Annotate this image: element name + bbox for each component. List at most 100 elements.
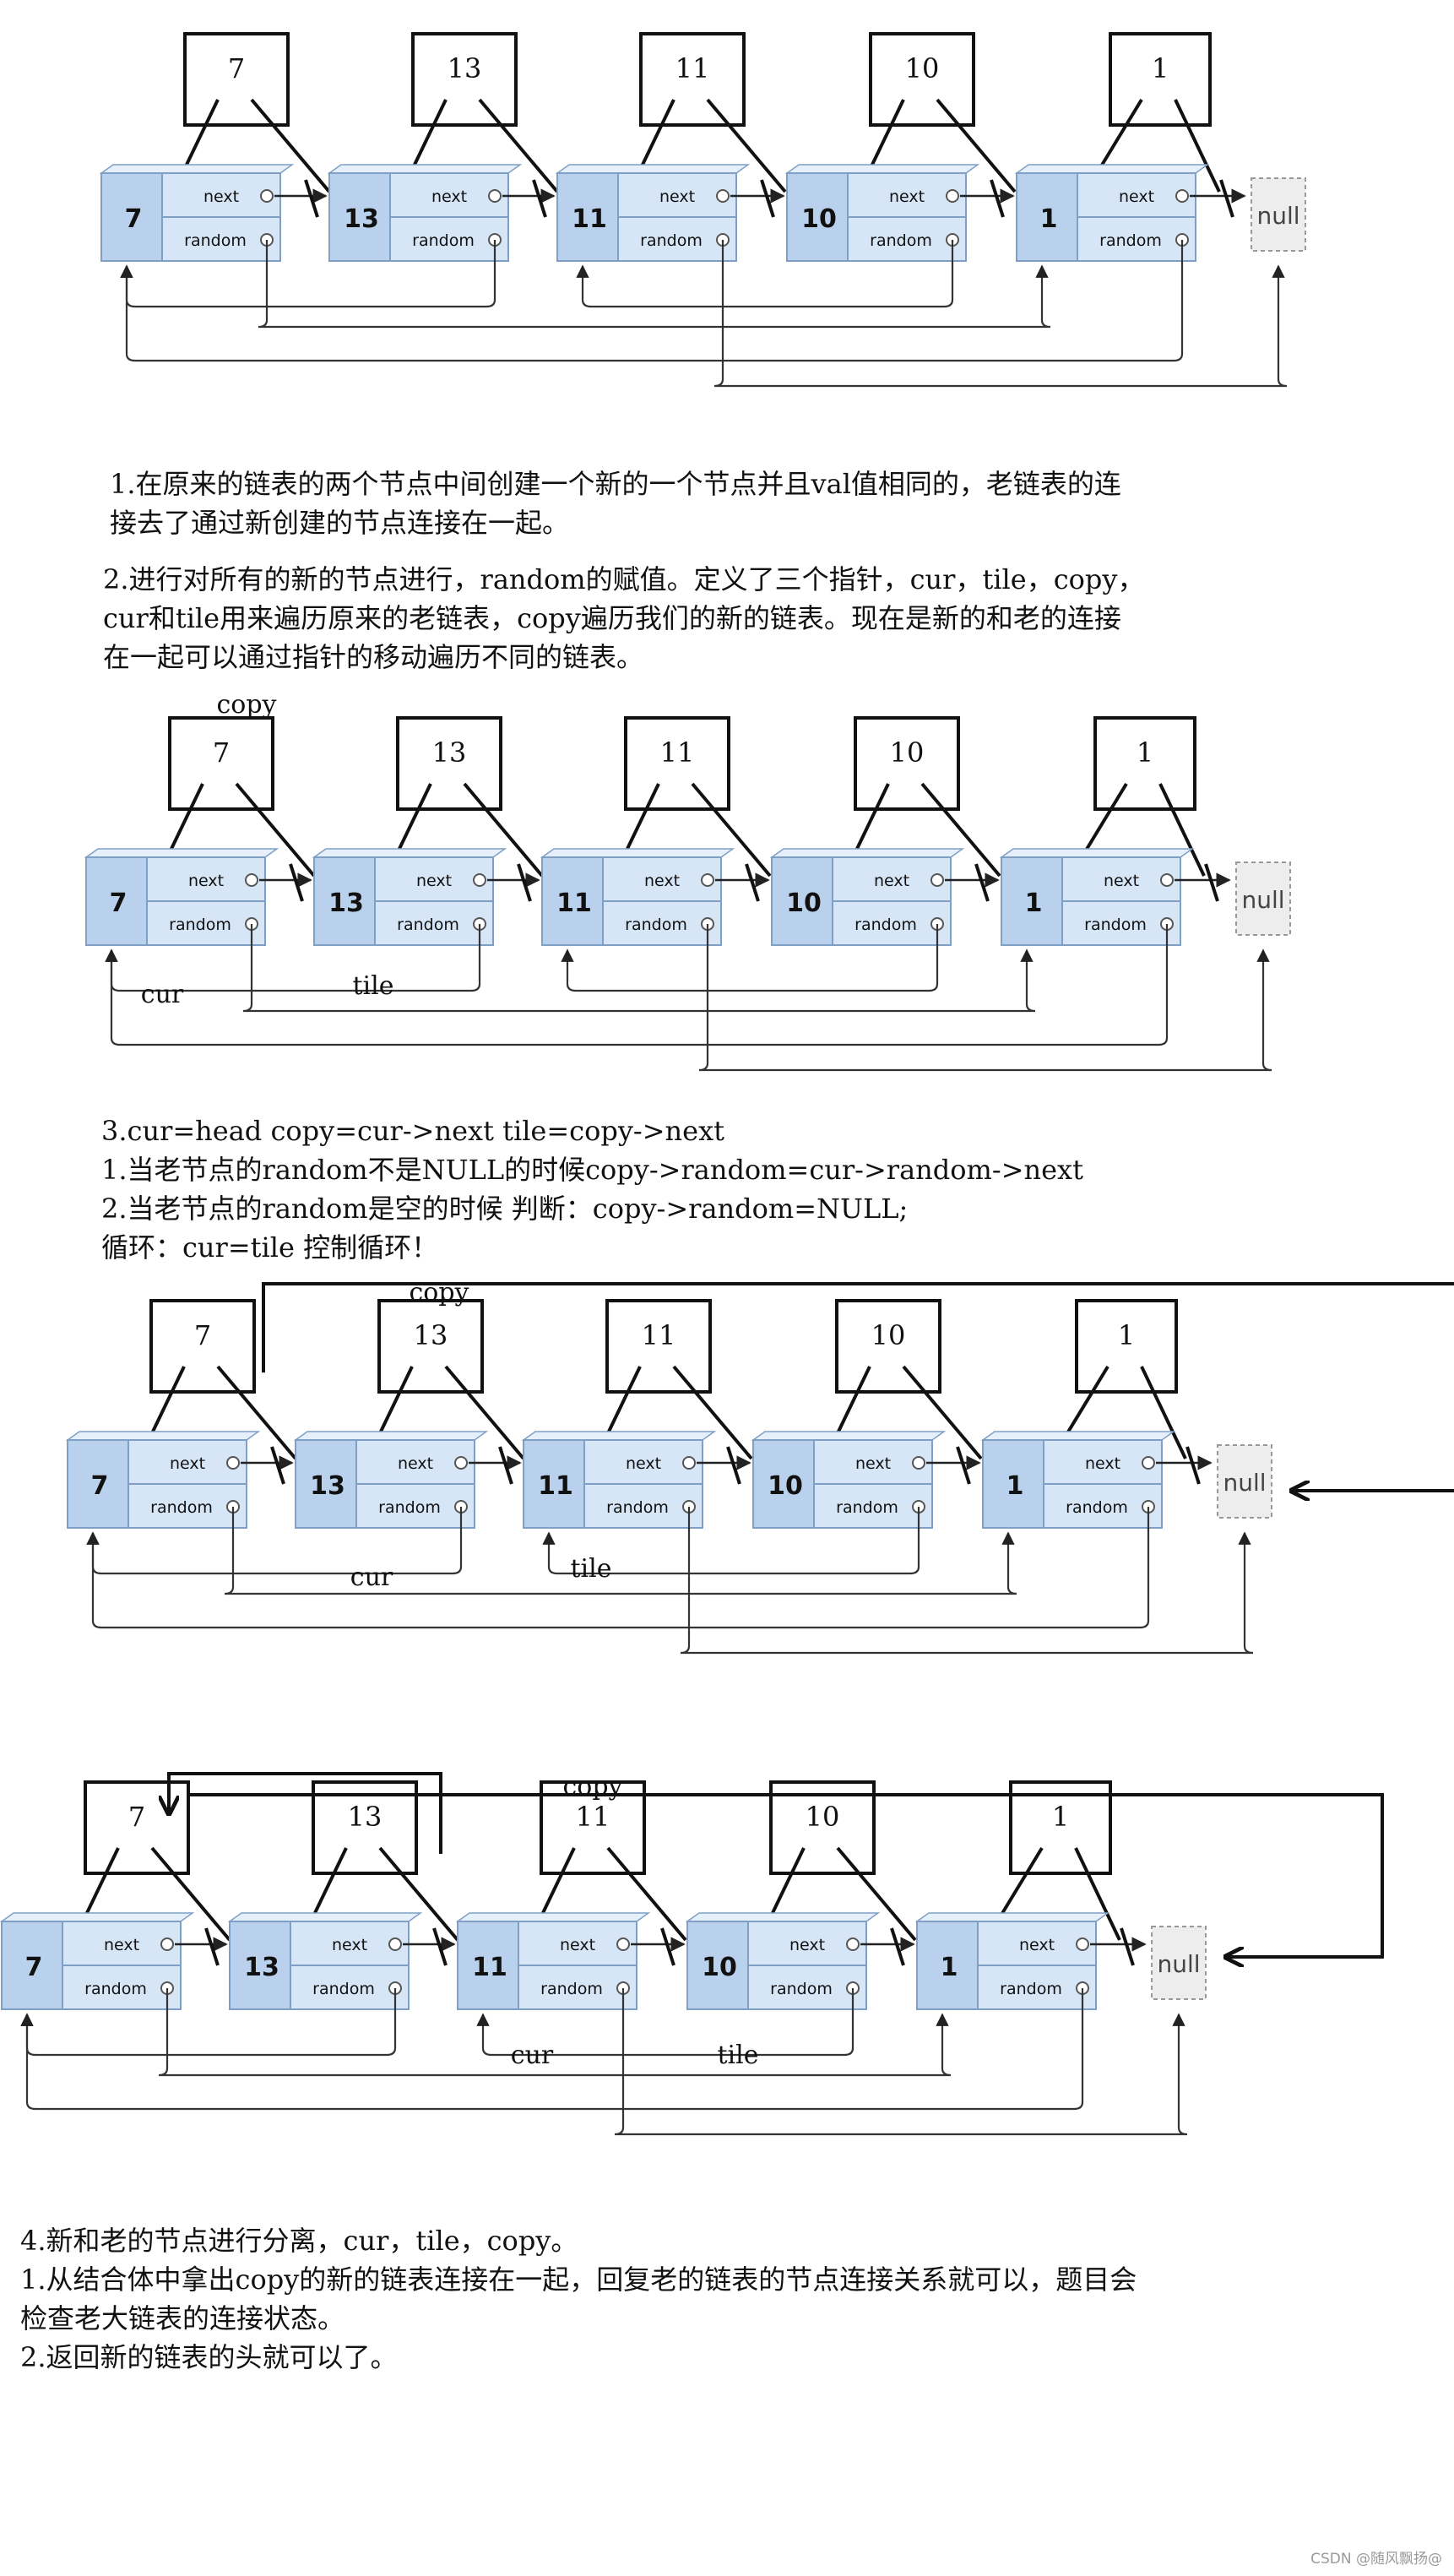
node-value-cell (313, 856, 376, 946)
cut-mark (660, 1927, 675, 1966)
node-random-label: random (412, 231, 475, 250)
node-next-label: next (626, 1454, 661, 1473)
copy-node-box-10 (835, 1299, 941, 1394)
node-value: 13 (328, 889, 364, 918)
node-top-face (312, 848, 507, 858)
copy-node-value-11: 11 (642, 1319, 676, 1351)
node-random-label: random (150, 1498, 213, 1517)
link-line (936, 98, 1017, 193)
node-next-label: next (874, 872, 909, 890)
copy-node-value-1: 1 (1152, 52, 1169, 84)
node-random-label: random (84, 1980, 147, 1998)
link-line (606, 1366, 642, 1434)
node-random-label: random (184, 231, 247, 250)
step-1-text: 1.在原来的链表的两个节点中间创建一个新的一个节点并且val值相同的，老链表的连… (110, 465, 1121, 542)
pointer-tile-label: tile (353, 971, 394, 1001)
node-random-label: random (870, 231, 932, 250)
cut-mark (745, 863, 760, 902)
null-label: null (1241, 886, 1284, 914)
random-arrow-1 (20, 1988, 1084, 2111)
next-pointer-dot (616, 1937, 630, 1951)
node-next-label: next (203, 187, 239, 206)
node-next-label: next (1119, 187, 1154, 206)
cut-mark (1185, 1446, 1201, 1485)
copy-node-box-13 (312, 1780, 418, 1875)
next-pointer-dot (488, 189, 502, 203)
copy-node-box-1 (1075, 1299, 1178, 1394)
node-random-label: random (397, 916, 459, 934)
node-value: 11 (472, 1953, 507, 1982)
cut-mark (1219, 179, 1234, 218)
node-next-label: next (188, 872, 224, 890)
node-top-face (293, 1431, 489, 1441)
copy-node-value-10: 10 (905, 52, 940, 84)
null-node: null (1217, 1444, 1272, 1519)
next-pointer-dot (930, 873, 944, 887)
link-line (836, 1846, 917, 1942)
step-2-text: 2.进行对所有的新的节点进行，random的赋值。定义了三个指针，cur，til… (103, 560, 1144, 677)
next-pointer-dot (245, 873, 258, 887)
link-line (1084, 782, 1128, 852)
node-top-face (685, 1912, 881, 1922)
cut-mark (1204, 863, 1219, 902)
cut-mark (204, 1927, 220, 1966)
step-2-line-2: cur和tile用来遍历原来的老链表，copy遍历我们的新的链表。现在是新的和老… (103, 602, 1121, 634)
copy-node-box-7 (84, 1780, 190, 1875)
link-line (463, 782, 544, 878)
next-pointer-dot (1160, 873, 1174, 887)
next-pointer-dot (260, 189, 274, 203)
random-arrow-11 (713, 240, 1288, 388)
link-line (184, 99, 220, 167)
next-pointer-dot (226, 1456, 240, 1470)
random-arrow-7 (224, 1507, 1017, 1595)
node-value: 10 (786, 889, 822, 918)
step-4-line-4: 2.返回新的链表的头就可以了。 (20, 2341, 398, 2373)
cut-mark (498, 1446, 513, 1485)
node-random-label: random (770, 1980, 833, 1998)
node-value-cell (1016, 172, 1078, 262)
node-top-face (555, 164, 751, 174)
node-random-label: random (169, 916, 231, 934)
node-top-face (521, 1431, 717, 1441)
copy-node-value-10: 10 (871, 1319, 906, 1351)
copy-node-value-13: 13 (414, 1319, 448, 1351)
copy-node-box-10 (769, 1780, 876, 1875)
node-random-label: random (836, 1498, 898, 1517)
node-value-cell (229, 1921, 291, 2010)
node-value-cell (752, 1439, 815, 1529)
node-random-label: random (606, 1498, 669, 1517)
cut-mark (532, 179, 547, 218)
node-random-label: random (1066, 1498, 1128, 1517)
copy-node-value-1: 1 (1052, 1801, 1069, 1833)
copy-node-box-7 (168, 716, 274, 811)
node-top-face (99, 164, 295, 174)
copy-node-value-1: 1 (1137, 736, 1153, 769)
copy-node-value-13: 13 (432, 736, 467, 769)
node-value: 7 (91, 1471, 109, 1501)
link-line (150, 1846, 231, 1942)
node-value-cell (523, 1439, 585, 1529)
copy-node-value-7: 7 (128, 1801, 145, 1833)
link-line (169, 783, 204, 851)
next-pointer-dot (701, 873, 714, 887)
node-next-label: next (855, 1454, 891, 1473)
node-top-face (769, 848, 965, 858)
node-value: 7 (110, 889, 127, 918)
node-random-label: random (378, 1498, 441, 1517)
node-top-face (980, 1431, 1176, 1441)
link-line (1074, 1847, 1121, 1941)
node-value-cell (328, 172, 391, 262)
next-pointer-dot (473, 873, 486, 887)
link-line (84, 1847, 120, 1916)
cut-mark (289, 863, 304, 902)
